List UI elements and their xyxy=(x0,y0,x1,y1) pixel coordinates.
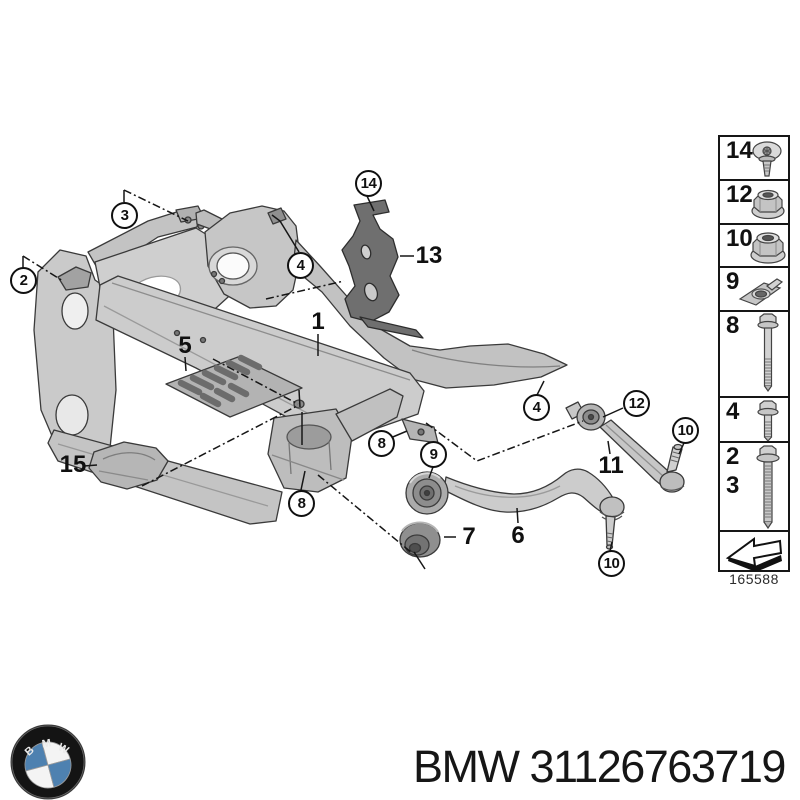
cover-15-shape xyxy=(88,441,169,490)
short-flange-bolt-icon xyxy=(757,400,779,442)
legend-item: 14 xyxy=(718,135,790,181)
cage-nut-icon xyxy=(738,278,784,306)
flange-nut-icon xyxy=(750,232,786,264)
legend-item: 12 xyxy=(718,179,790,225)
drawing-number: 165588 xyxy=(729,571,779,587)
legend-item-number: 9 xyxy=(726,268,740,295)
bushing-9-shape xyxy=(405,471,449,515)
legend-item: 2 3 xyxy=(718,441,790,532)
legend-item: 4 xyxy=(718,396,790,443)
callout-label: 13 xyxy=(415,242,443,269)
leader-lines xyxy=(22,189,685,570)
subframe-shape xyxy=(33,205,568,525)
support-bracket-13-shape xyxy=(341,199,424,339)
legend-item-number: 14 xyxy=(726,137,753,164)
legend-item xyxy=(718,530,790,572)
callout-label: 15 xyxy=(59,451,87,478)
long-flange-bolt-icon xyxy=(757,313,779,393)
threaded-flange-bolt-icon xyxy=(756,445,780,530)
callout-circle: 9 xyxy=(420,441,447,468)
callout-circle: 8 xyxy=(368,430,395,457)
torx-screw-icon xyxy=(752,141,782,177)
callout-label: 6 xyxy=(511,522,525,549)
callout-label: 11 xyxy=(598,452,624,479)
callout-circle: 3 xyxy=(111,202,138,229)
tension-strut-11-shape xyxy=(565,401,685,493)
callout-circle: 4 xyxy=(523,394,550,421)
callout-label: 5 xyxy=(178,332,192,359)
callout-circle: 10 xyxy=(672,417,699,444)
legend-item-number: 4 xyxy=(726,398,740,425)
callout-circle: 2 xyxy=(10,267,37,294)
callout-circle: 4 xyxy=(287,252,314,279)
logo-letter: M xyxy=(41,737,52,750)
legend-item: 9 xyxy=(718,266,790,312)
legend-item-number: 12 xyxy=(726,181,753,208)
bmw-logo: B M W xyxy=(10,724,86,800)
flange-nut-icon xyxy=(751,189,785,220)
stone-guard-5-shape xyxy=(165,354,303,418)
legend-item-number: 8 xyxy=(726,312,740,339)
callout-circle: 12 xyxy=(623,390,650,417)
callout-circle: 14 xyxy=(355,170,382,197)
legend-item: 10 xyxy=(718,223,790,268)
fastener-legend: 14 12 xyxy=(718,135,790,572)
legend-item-number: 3 xyxy=(726,472,740,499)
callout-label: 7 xyxy=(462,523,476,550)
part-number-caption: BMW 31126763719 xyxy=(413,741,786,792)
control-arm-6-shape xyxy=(443,468,625,550)
legend-item-number: 10 xyxy=(726,225,753,252)
prev-page-arrow-icon xyxy=(725,537,783,571)
callout-circle: 10 xyxy=(598,550,625,577)
callout-circle: 8 xyxy=(288,490,315,517)
legend-item: 8 xyxy=(718,310,790,398)
legend-item-number: 2 xyxy=(726,443,740,470)
bushing-7-shape xyxy=(399,521,441,558)
callout-label: 1 xyxy=(311,308,325,335)
